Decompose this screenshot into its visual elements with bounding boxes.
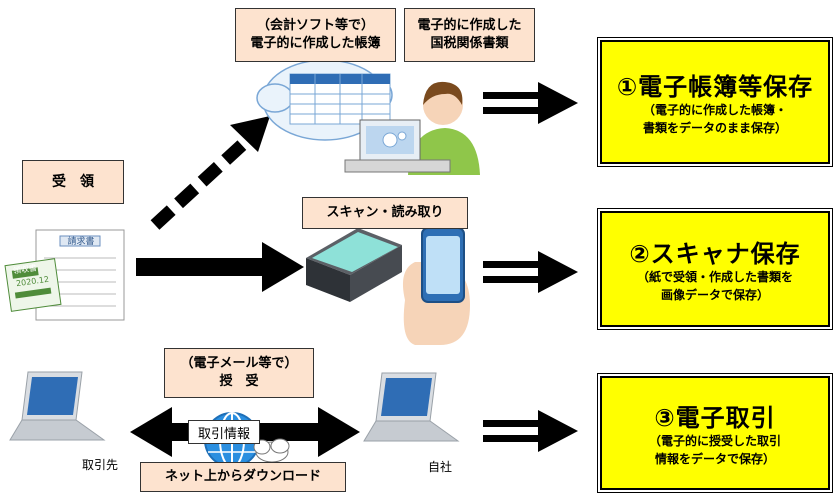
email-exchange-label: （電子メール等で） 授 受 bbox=[164, 348, 314, 398]
double-arrow-2 bbox=[483, 251, 578, 293]
box-electronic-ledger: ①電子帳簿等保存 （電子的に作成した帳簿・ 書類をデータのまま保存） bbox=[597, 37, 833, 167]
tax-documents-label: 電子的に作成した 国税関係書類 bbox=[404, 8, 535, 62]
cloud-spreadsheet-icon bbox=[256, 59, 393, 141]
dashed-diagonal-arrow bbox=[150, 116, 270, 230]
receipt-documents-icon bbox=[4, 229, 125, 321]
self-label: 自社 bbox=[428, 460, 453, 474]
receipt-doc-header: 請求書 bbox=[67, 237, 95, 247]
software-ledger-label: （会計ソフト等で） 電子的に作成した帳簿 bbox=[235, 8, 396, 62]
person-computer-icon bbox=[344, 81, 480, 175]
download-label: ネット上からダウンロード bbox=[140, 462, 346, 492]
partner-laptop-icon bbox=[9, 371, 106, 441]
scan-label: スキャン・読み取り bbox=[302, 197, 468, 229]
transaction-info-label: 取引情報 bbox=[188, 420, 260, 444]
own-laptop-icon bbox=[363, 372, 460, 442]
partner-label: 取引先 bbox=[82, 458, 119, 472]
scanner-icon bbox=[306, 228, 402, 302]
box-electronic-transaction: ③電子取引 （電子的に授受した取引 情報をデータで保存） bbox=[597, 373, 833, 493]
double-arrow-1 bbox=[483, 82, 578, 124]
receipt-label: 受 領 bbox=[22, 160, 124, 204]
double-arrow-3 bbox=[483, 410, 578, 452]
solid-arrow-to-scanner bbox=[136, 242, 304, 292]
smartphone-icon bbox=[402, 227, 470, 345]
box-scanner-storage: ②スキャナ保存 （紙で受領・作成した書類を 画像データで保存） bbox=[597, 208, 833, 330]
